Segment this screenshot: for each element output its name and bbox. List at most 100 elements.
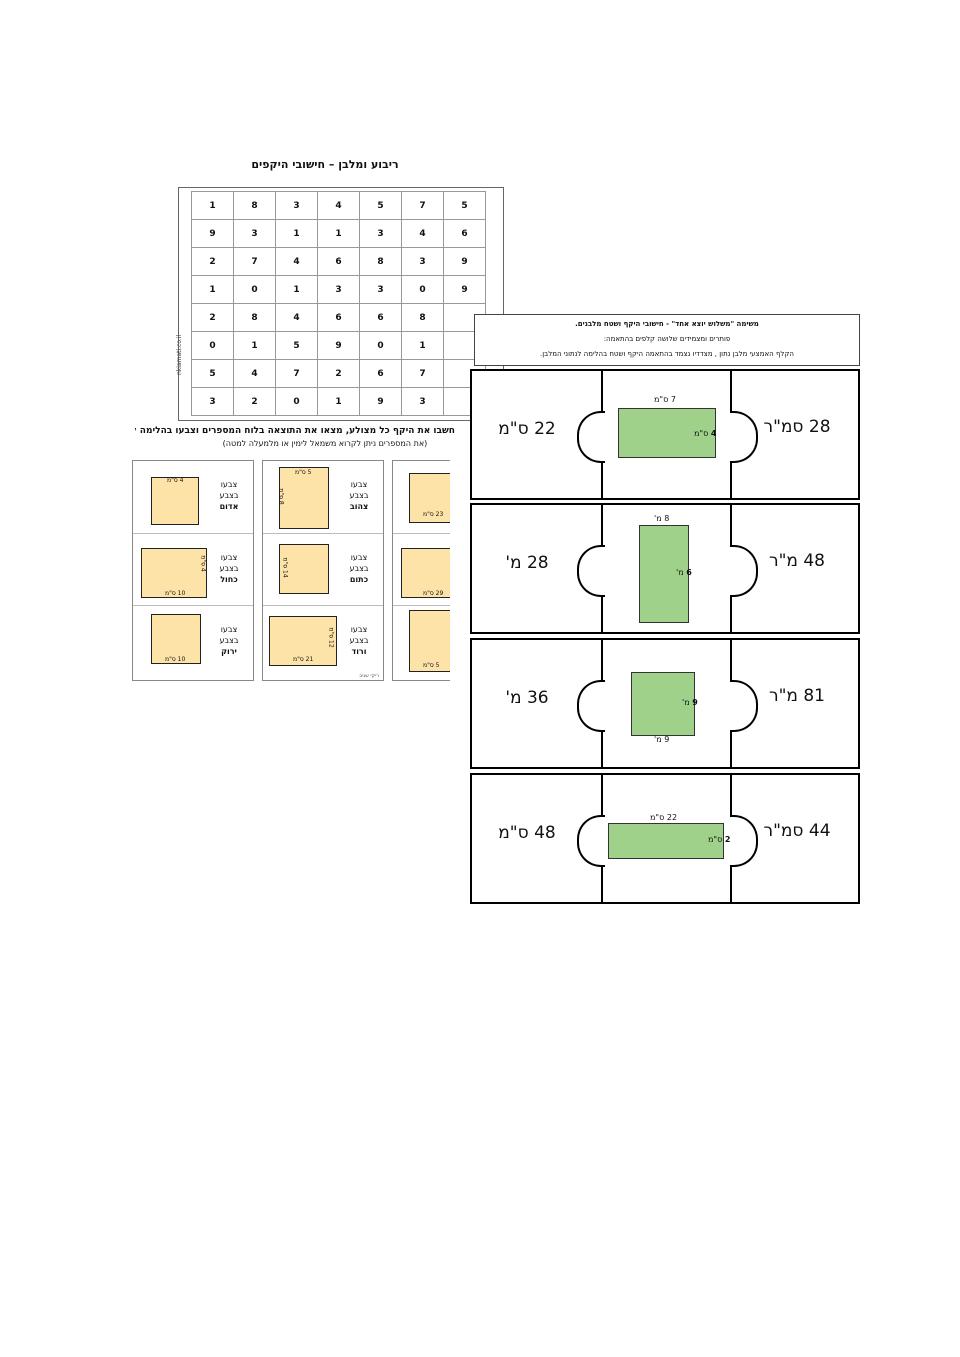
puzzle-knob [577, 680, 605, 732]
side-dimension: 4 ס"מ [694, 429, 717, 438]
dimension-label: 12 ס"מ [327, 627, 335, 648]
rectangle-shape [409, 610, 450, 672]
grid-cell: 7 [401, 191, 444, 220]
puzzle-strip: 48 ס"מ 44 סמ"ר 22 ס"מ 2 ס"מ [470, 773, 860, 904]
grid-cell: 1 [191, 275, 234, 304]
grid-cell: 5 [443, 191, 486, 220]
grid-cell: 0 [233, 275, 276, 304]
grid-cell: 5 [359, 191, 402, 220]
area-card: 48 מ"ר [768, 551, 825, 571]
puzzle-knob [577, 815, 605, 867]
shape-card: 23 ס"מ 29 ס"מ 5 ס"מ [392, 460, 450, 681]
site-label: nkiamati.co.il [176, 334, 183, 375]
top-dimension: 7 ס"מ [654, 395, 676, 404]
top-dimension: 22 ס"מ [650, 813, 678, 822]
grid-cell: 6 [359, 303, 402, 332]
grid-cell: 8 [401, 303, 444, 332]
grid-cell: 3 [401, 387, 444, 416]
grid-cell: 1 [401, 331, 444, 360]
grid-cell: 0 [275, 387, 318, 416]
grid-cell: 4 [233, 359, 276, 388]
grid-cell: 1 [275, 275, 318, 304]
grid-cell: 9 [359, 387, 402, 416]
area-card: 81 מ"ר [768, 686, 825, 706]
grid-cell: 3 [359, 275, 402, 304]
rectangle-shape [618, 408, 716, 458]
grid-cell: 6 [317, 247, 360, 276]
grid-cell: 9 [443, 275, 486, 304]
grid-cell: 7 [401, 359, 444, 388]
dimension-label: 5 ס"מ [295, 469, 312, 476]
square-shape [151, 477, 199, 525]
dimension-label: 4 ס"מ [167, 477, 184, 484]
card-cell: 5 ס"מ [393, 605, 450, 678]
task-header: משימה "משלוש יוצא אחד" - חישובי היקף ושט… [474, 314, 860, 366]
credit-text: ריקי שגיב [359, 673, 379, 679]
grid-cell: 8 [233, 191, 276, 220]
grid-cell: 9 [443, 247, 486, 276]
grid-cell: 3 [401, 247, 444, 276]
worksheet-instruction: חשבו את היקף כל מצולע, מצאו את התוצאה בל… [135, 426, 455, 436]
worksheet-instruction-note: (את המספרים ניתן לקרוא משמאל לימין או מל… [222, 439, 428, 448]
color-name: כחול [220, 575, 238, 584]
puzzle-knob [577, 411, 605, 463]
side-dimension: 6 מ' [676, 568, 692, 577]
dimension-label: 21 ס"מ [293, 656, 314, 663]
grid-cell: 8 [359, 247, 402, 276]
grid-cell: 0 [191, 331, 234, 360]
grid-cell: 0 [401, 275, 444, 304]
color-name: אדום [219, 502, 239, 511]
grid-cell: 9 [191, 219, 234, 248]
side-dimension: 9 מ' [682, 698, 698, 707]
task-line: הקלף האמצעי מלבן נתון , מצדדיו נצמד בהתא… [540, 350, 794, 358]
side-dimension: 2 ס"מ [708, 835, 731, 844]
rectangle-shape [279, 467, 329, 529]
color-name: כתום [349, 575, 369, 584]
task-line: פותרים ומצמידים שלושה קלפים בהתאמה: [603, 335, 731, 343]
puzzle-strip: 36 מ' 81 מ"ר 9 מ' 9 מ' [470, 638, 860, 769]
grid-cell: 1 [275, 219, 318, 248]
card-cell: 23 ס"מ [393, 461, 450, 533]
color-name: צהוב [349, 502, 369, 511]
color-name: ורוד [351, 647, 367, 656]
puzzle-knob [577, 545, 605, 597]
grid-cell: 1 [317, 219, 360, 248]
grid-cell: 5 [275, 331, 318, 360]
grid-cell: 2 [233, 387, 276, 416]
puzzle-strip: 28 מ' 48 מ"ר 8 מ' 6 מ' [470, 503, 860, 634]
square-shape [151, 614, 201, 664]
grid-cell: 3 [275, 191, 318, 220]
grid-cell: 3 [317, 275, 360, 304]
color-name: ירוק [221, 647, 237, 656]
grid-cell: 2 [191, 247, 234, 276]
grid-cell: 1 [191, 191, 234, 220]
grid-cell: 4 [275, 303, 318, 332]
grid-cell: 8 [233, 303, 276, 332]
top-dimension: 8 מ' [654, 514, 670, 523]
area-card: 44 סמ"ר [763, 821, 831, 841]
rectangle-shape [141, 548, 207, 598]
top-dimension: 9 מ' [654, 735, 670, 744]
dimension-label: 5 ס"מ [423, 662, 440, 669]
grid-cell: 0 [359, 331, 402, 360]
grid-cell: 1 [317, 387, 360, 416]
